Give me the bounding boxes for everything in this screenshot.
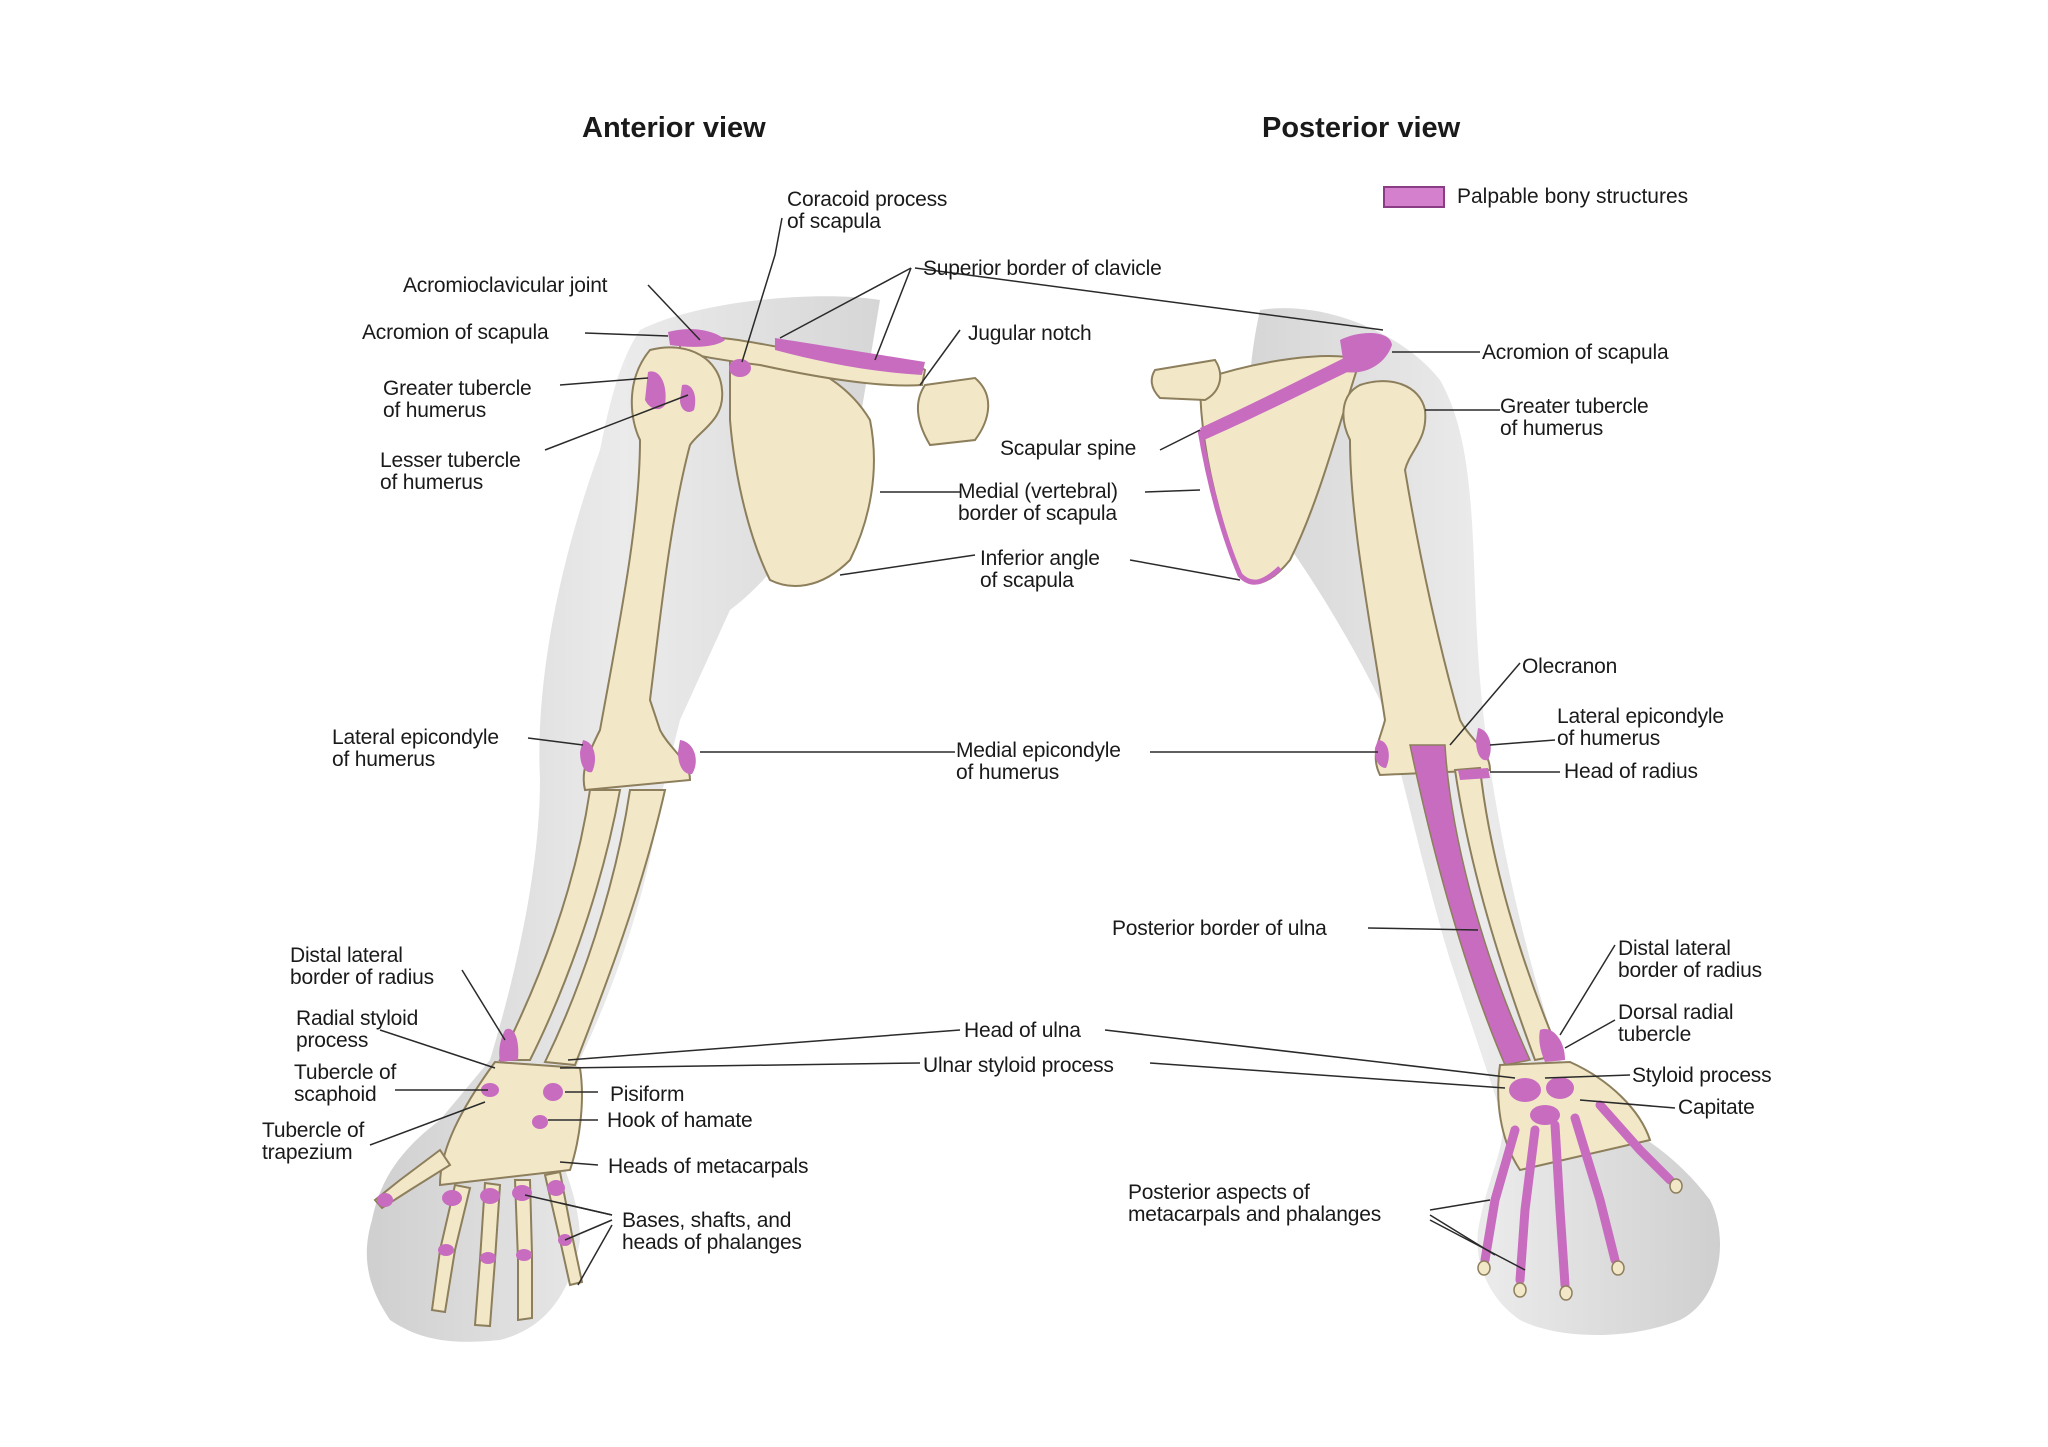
anterior-lesser-tubercle-palpable (680, 384, 696, 412)
label-bases-phalanges: Bases, shafts, and heads of phalanges (622, 1209, 802, 1254)
label-superior-border-clavicle: Superior border of clavicle (923, 257, 1162, 280)
anterior-radius (498, 789, 622, 1061)
label-heads-of-metacarpals: Heads of metacarpals (608, 1155, 809, 1178)
posterior-scapular-spine-palpable (1200, 350, 1368, 440)
label-acromion-anterior: Acromion of scapula (362, 321, 549, 344)
legend-swatch (1383, 186, 1445, 208)
label-posterior-aspects: Posterior aspects of metacarpals and pha… (1128, 1181, 1382, 1226)
label-radial-styloid: Radial styloid process (296, 1007, 419, 1052)
anterior-phalanx-palpables (377, 1180, 572, 1264)
label-posterior-border-ulna: Posterior border of ulna (1112, 917, 1327, 940)
legend-label: Palpable bony structures (1457, 185, 1689, 208)
label-greater-tubercle-posterior: Greater tubercle of humerus (1500, 395, 1649, 440)
label-lateral-epicondyle-posterior: Lateral epicondyle of humerus (1557, 705, 1724, 750)
posterior-medial-epicondyle-palpable (1374, 740, 1389, 768)
posterior-medial-border-palpable (1197, 429, 1282, 585)
anterior-fingers (373, 1148, 584, 1328)
anterior-view-title: Anterior view (582, 112, 766, 144)
posterior-clavicle-piece (1150, 358, 1222, 402)
posterior-carpal-palpables (1509, 1077, 1574, 1125)
anterior-palm (438, 1060, 583, 1187)
posterior-metacarpal-palpables (1480, 1100, 1675, 1290)
label-tubercle-scaphoid: Tubercle of scaphoid (294, 1061, 397, 1106)
posterior-distal-radius-palpable (1539, 1029, 1565, 1062)
label-olecranon: Olecranon (1522, 655, 1618, 678)
anterior-lateral-epicondyle-palpable (580, 740, 595, 773)
label-head-of-radius: Head of radius (1564, 760, 1698, 783)
label-lesser-tubercle: Lesser tubercle of humerus (380, 449, 521, 494)
anterior-carpal-palpables (481, 1083, 563, 1129)
label-medial-epicondyle: Medial epicondyle of humerus (956, 739, 1121, 784)
anterior-coracoid-palpable (729, 359, 751, 377)
anterior-greater-tubercle-palpable (645, 371, 666, 410)
label-acromioclavicular-joint: Acromioclavicular joint (403, 274, 608, 297)
posterior-finger-tips (1477, 1178, 1683, 1301)
label-jugular-notch: Jugular notch (968, 322, 1092, 345)
anterior-medial-epicondyle-palpable (678, 740, 696, 775)
label-acromion-posterior: Acromion of scapula (1482, 341, 1669, 364)
label-hook-of-hamate: Hook of hamate (607, 1109, 753, 1132)
label-inferior-angle: Inferior angle of scapula (980, 547, 1100, 592)
label-distal-lateral-border-posterior: Distal lateral border of radius (1618, 937, 1762, 982)
label-ulnar-styloid: Ulnar styloid process (923, 1054, 1114, 1077)
label-capitate: Capitate (1678, 1096, 1755, 1119)
posterior-acromion-palpable (1340, 333, 1392, 373)
posterior-ulna (1409, 744, 1532, 1066)
anterior-sternum-piece (917, 376, 990, 447)
label-styloid-process: Styloid process (1632, 1064, 1772, 1087)
label-lateral-epicondyle-anterior: Lateral epicondyle of humerus (332, 726, 499, 771)
label-head-of-ulna: Head of ulna (964, 1019, 1081, 1042)
label-coracoid-process: Coracoid process of scapula (787, 188, 948, 233)
label-greater-tubercle-anterior: Greater tubercle of humerus (383, 377, 532, 422)
anterior-ulna (543, 789, 667, 1067)
label-tubercle-trapezium: Tubercle of trapezium (262, 1119, 365, 1164)
label-medial-border-scapula: Medial (vertebral) border of scapula (958, 480, 1118, 525)
label-pisiform: Pisiform (610, 1083, 685, 1106)
legend: Palpable bony structures (1383, 185, 1688, 209)
label-scapular-spine: Scapular spine (1000, 437, 1137, 460)
anterior-acromion-palpable (668, 329, 725, 347)
label-dorsal-radial-tubercle: Dorsal radial tubercle (1618, 1001, 1734, 1046)
label-distal-lateral-border-anterior: Distal lateral border of radius (290, 944, 434, 989)
leader-lines (369, 217, 1676, 1286)
posterior-view-title: Posterior view (1262, 112, 1461, 144)
anterior-clavicle-palpable (775, 338, 925, 375)
posterior-head-radius-palpable (1458, 768, 1490, 780)
posterior-lateral-epicondyle-palpable (1476, 728, 1491, 761)
